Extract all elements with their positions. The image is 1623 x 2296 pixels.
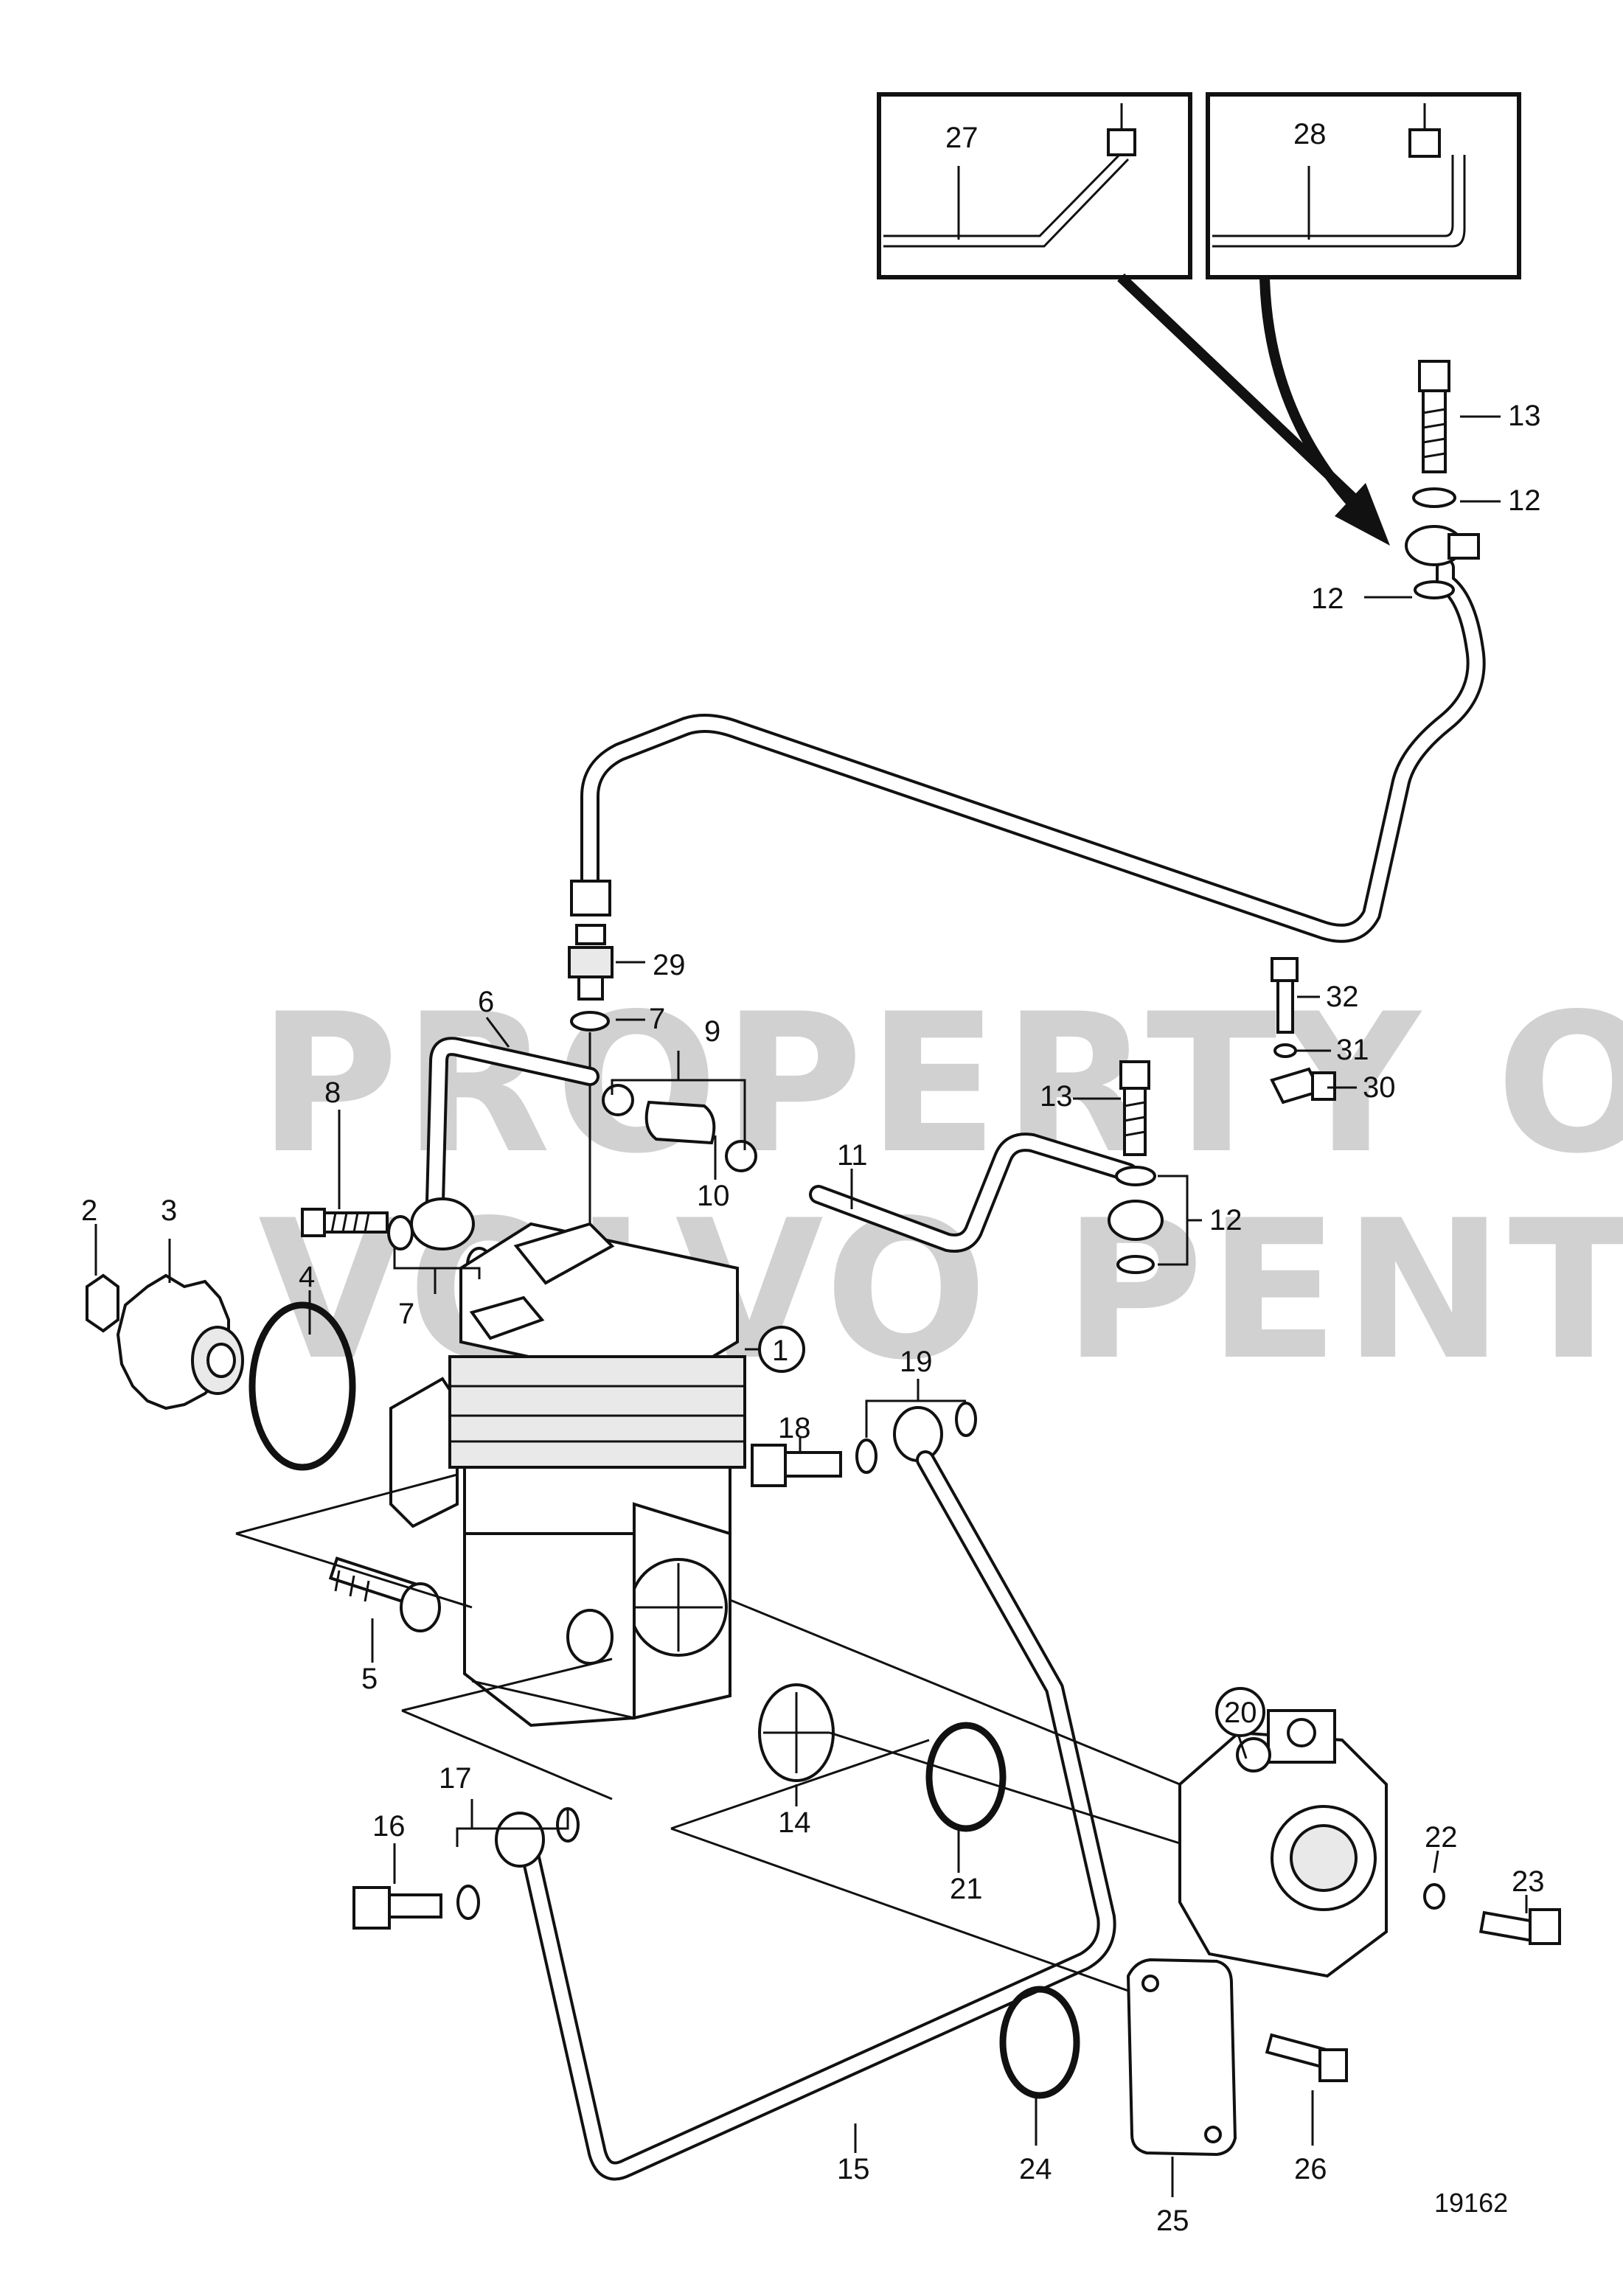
bolt-18-washers-19 [751, 1402, 977, 1487]
label-28: 28 [1293, 118, 1327, 150]
pipe-11-assembly [602, 1084, 1138, 1253]
banjo-fitting-middle [1108, 1060, 1164, 1274]
callout-labels: 1 2 3 4 5 6 7 7 8 9 10 11 12 12 12 13 13… [81, 400, 1545, 2237]
bolt-26 [1265, 2033, 1348, 2082]
label-27: 27 [945, 122, 979, 154]
compressor-body [389, 1222, 746, 1728]
label-7a: 7 [649, 1003, 665, 1035]
o-ring-24 [999, 1986, 1080, 2099]
label-13b: 13 [1040, 1080, 1073, 1113]
label-19: 19 [900, 1346, 933, 1378]
label-14: 14 [778, 1806, 811, 1839]
label-10: 10 [697, 1180, 730, 1212]
label-1: 1 [772, 1335, 788, 1367]
cover-25 [1126, 1958, 1237, 2157]
label-30: 30 [1363, 1071, 1396, 1104]
inset-28 [1206, 92, 1521, 279]
label-8: 8 [324, 1076, 341, 1109]
label-5: 5 [361, 1663, 378, 1695]
label-21: 21 [950, 1873, 983, 1905]
watermark-line-1: PROPERTY OF [258, 973, 1623, 1196]
label-13a: 13 [1508, 400, 1541, 432]
label-4: 4 [299, 1261, 315, 1293]
figure-number: 19162 [1434, 2188, 1508, 2218]
gear-3 [86, 1273, 244, 1410]
label-22: 22 [1425, 1821, 1458, 1854]
label-11: 11 [837, 1139, 868, 1172]
label-18: 18 [778, 1412, 811, 1444]
pipe-15 [521, 1450, 1116, 2181]
inset-27 [877, 92, 1192, 279]
watermark: PROPERTY OF VOLVO PENTA [258, 973, 1623, 1402]
o-ring-4 [249, 1301, 356, 1471]
label-24: 24 [1019, 2153, 1052, 2185]
bolt-16-washers-17 [352, 1807, 580, 1930]
bolt-23-washer-22 [1423, 1883, 1561, 1945]
label-12c: 12 [1209, 1204, 1243, 1236]
label-12b: 12 [1311, 582, 1344, 615]
label-2: 2 [81, 1194, 97, 1227]
label-17: 17 [439, 1762, 472, 1795]
pressure-pipe [580, 558, 1486, 943]
label-9: 9 [704, 1015, 720, 1048]
leader-lines [94, 415, 1528, 2197]
label-26: 26 [1294, 2153, 1327, 2185]
pointer-arrow-icon [1117, 273, 1390, 546]
label-25: 25 [1156, 2205, 1189, 2237]
banjo-fitting-top [1405, 360, 1480, 599]
label-7b: 7 [398, 1298, 414, 1330]
label-31: 31 [1336, 1034, 1369, 1066]
label-20: 20 [1224, 1697, 1257, 1729]
label-3: 3 [161, 1194, 177, 1227]
coupling-14 [758, 1683, 835, 1782]
pipe-6 [301, 1037, 599, 1282]
label-6: 6 [478, 986, 494, 1018]
label-29: 29 [653, 949, 686, 981]
label-16: 16 [372, 1810, 406, 1843]
label-12a: 12 [1508, 484, 1541, 517]
fitting-29 [568, 880, 614, 1290]
callout-circle-20 [1215, 1687, 1265, 1737]
label-32: 32 [1326, 981, 1359, 1013]
label-23: 23 [1512, 1865, 1545, 1898]
pump-20 [1178, 1709, 1388, 1978]
label-15: 15 [837, 2153, 870, 2185]
o-ring-21 [925, 1722, 1007, 1832]
